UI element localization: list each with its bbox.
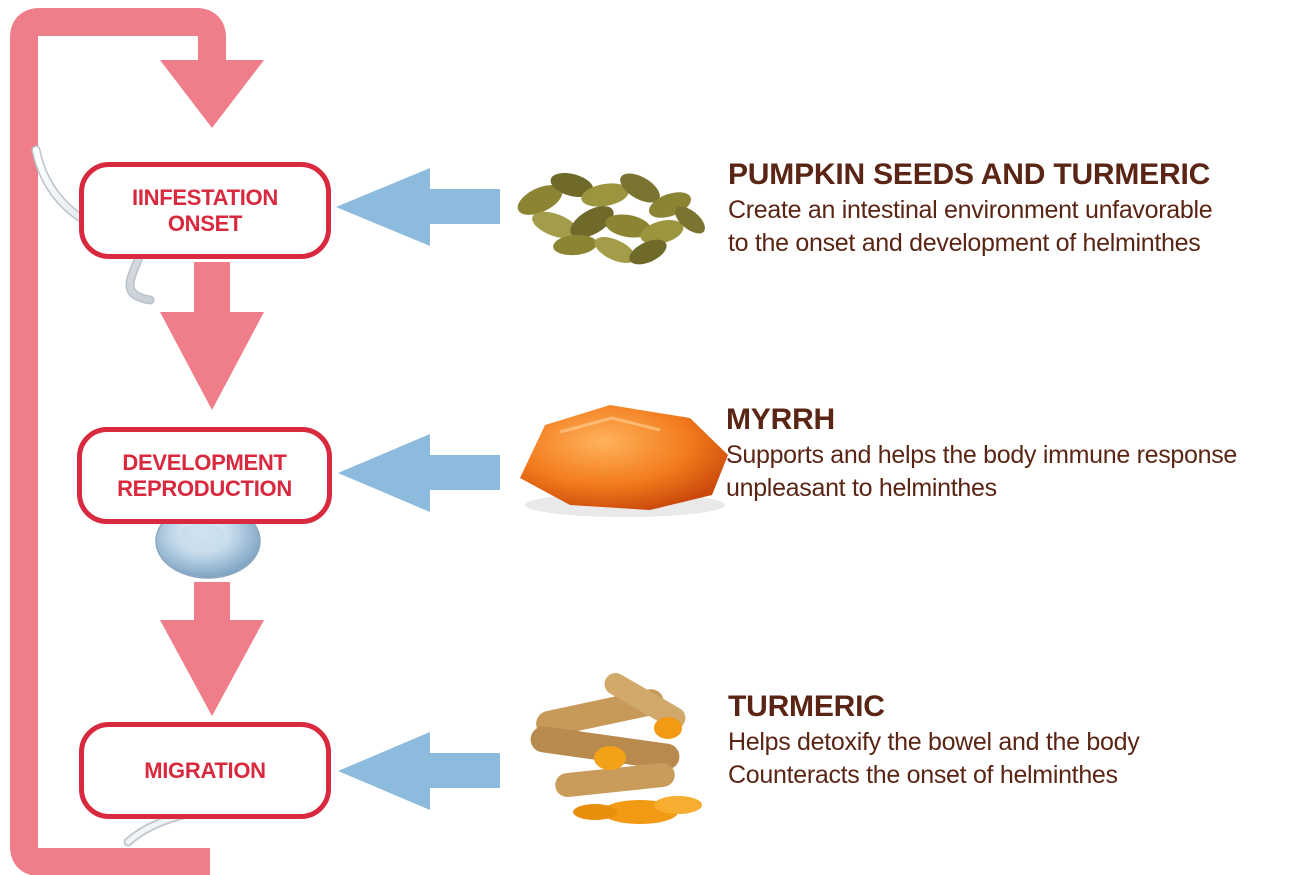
remedy-description-line: to the onset and development of helminth…	[728, 227, 1298, 260]
remedy-arrow-1	[336, 168, 500, 246]
remedy-title: PUMPKIN SEEDS AND TURMERIC	[728, 158, 1298, 192]
remedy-title: TURMERIC	[728, 690, 1298, 724]
remedy-myrrh: MYRRH Supports and helps the body immune…	[726, 403, 1301, 505]
stage-label: DEVELOPMENT REPRODUCTION	[117, 450, 292, 502]
remedy-description-line: Supports and helps the body immune respo…	[726, 439, 1301, 472]
down-arrow-1	[160, 262, 264, 410]
remedy-title: MYRRH	[726, 403, 1301, 437]
cycle-arrowhead-top	[160, 60, 264, 128]
remedy-description-line: unpleasant to helminthes	[726, 472, 1301, 505]
stage-label: MIGRATION	[144, 758, 266, 784]
stage-label: IINFESTATION ONSET	[132, 185, 278, 237]
stage-infestation-onset: IINFESTATION ONSET	[79, 162, 331, 259]
remedy-pumpkin-seeds-turmeric: PUMPKIN SEEDS AND TURMERIC Create an int…	[728, 158, 1298, 260]
remedy-arrow-2	[338, 434, 500, 512]
remedy-arrow-3	[338, 732, 500, 810]
myrrh-resin-icon	[520, 405, 728, 517]
pumpkin-seeds-icon	[513, 167, 709, 269]
remedy-description-line: Counteracts the onset of helminthes	[728, 759, 1298, 792]
stage-migration: MIGRATION	[79, 722, 331, 819]
remedy-description-line: Create an intestinal environment unfavor…	[728, 194, 1298, 227]
remedy-description-line: Helps detoxify the bowel and the body	[728, 726, 1298, 759]
down-arrow-2	[160, 582, 264, 716]
turmeric-root-icon	[529, 669, 702, 824]
stage-development-reproduction: DEVELOPMENT REPRODUCTION	[77, 427, 332, 524]
remedy-turmeric: TURMERIC Helps detoxify the bowel and th…	[728, 690, 1298, 792]
